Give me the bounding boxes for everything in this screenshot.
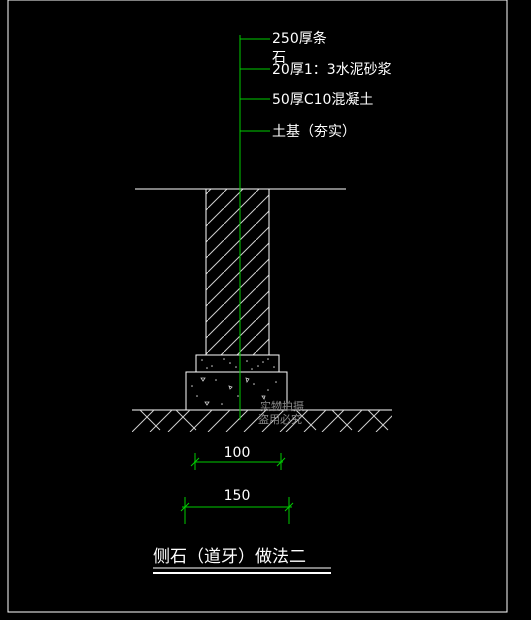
curb-stone — [205, 188, 270, 356]
dimension-outer — [180, 497, 294, 524]
mortar-dots — [201, 358, 275, 370]
watermark-line2: 盗用必究 — [258, 412, 302, 426]
drawing-title: 侧石（道牙）做法二 — [153, 547, 306, 567]
label-layer1-b: 石 — [272, 50, 286, 66]
mortar-layer — [195, 354, 280, 373]
concrete-dots — [191, 379, 281, 405]
label-layer1-a: 250厚条 — [272, 30, 327, 47]
label-layer3: 50厚C10混凝土 — [272, 92, 373, 108]
label-layer4: 土基（夯实） — [272, 123, 356, 140]
dimension-inner-value: 100 — [224, 445, 251, 461]
watermark-line1: 实物拍摄 — [260, 399, 304, 413]
dimension-outer-value: 150 — [224, 488, 251, 504]
label-layer2: 20厚1：3水泥砂浆 — [272, 62, 392, 78]
dimension-inner — [190, 453, 286, 470]
earth-hatch — [132, 410, 392, 432]
concrete-aggregate — [200, 377, 266, 406]
